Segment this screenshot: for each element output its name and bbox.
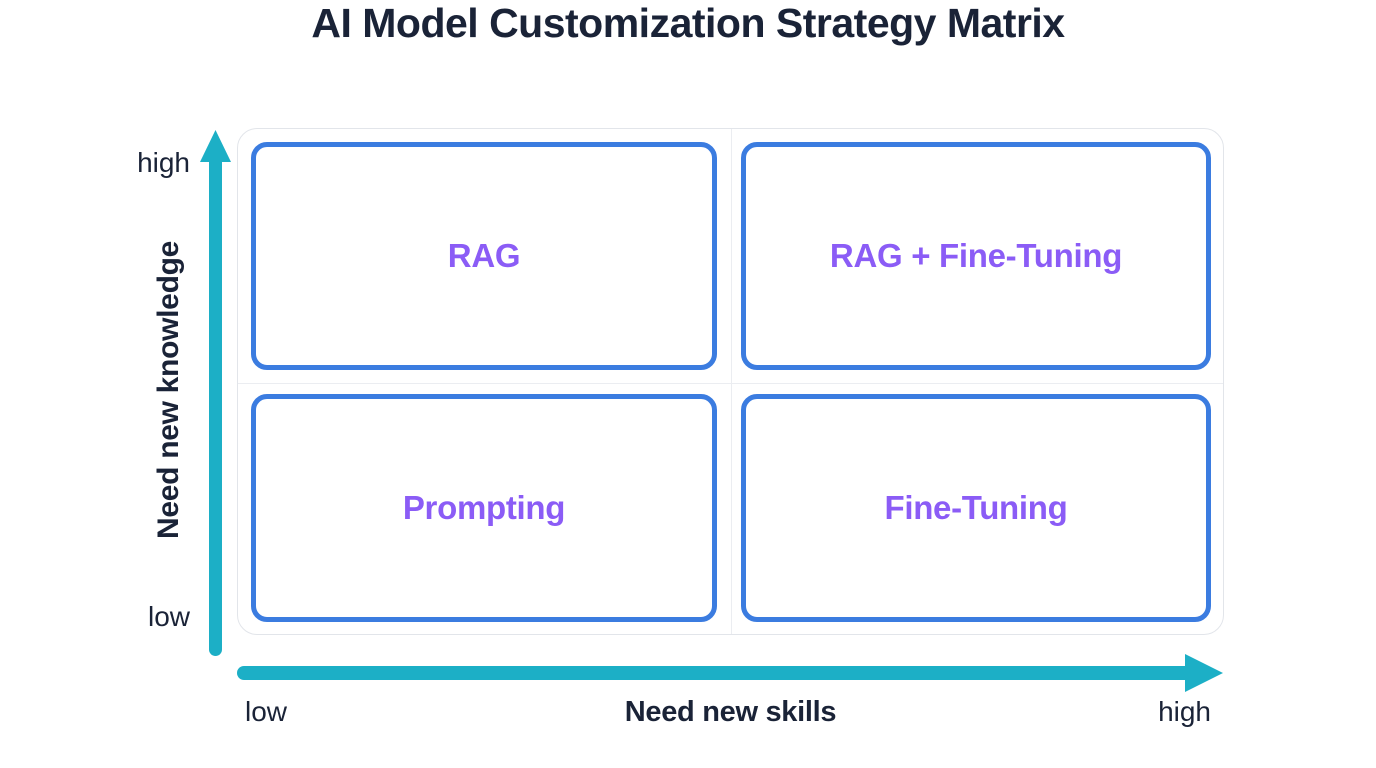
quadrant-prompting: Prompting	[251, 394, 717, 622]
y-axis-arrow-icon	[200, 130, 231, 656]
quadrant-prompting-label: Prompting	[402, 489, 566, 526]
quadrant-rag-label: RAG	[447, 237, 521, 274]
y-axis-label: Need new knowledge	[152, 241, 185, 539]
y-axis-high-tick: high	[137, 147, 190, 178]
page-title: AI Model Customization Strategy Matrix	[311, 0, 1065, 46]
y-axis-low-tick: low	[147, 601, 190, 632]
quadrant-rag-fine-tuning-label: RAG + Fine-Tuning	[829, 237, 1123, 274]
quadrant-fine-tuning: Fine-Tuning	[741, 394, 1211, 622]
grid-divider-horizontal	[238, 383, 1223, 384]
x-axis-labels: low Need new skills high	[237, 696, 1224, 732]
x-axis-high-tick: high	[1158, 696, 1211, 727]
x-axis-label: Need new skills	[624, 696, 837, 728]
x-axis-low-tick: low	[245, 696, 288, 727]
quadrant-fine-tuning-label: Fine-Tuning	[884, 489, 1068, 526]
quadrant-rag: RAG	[251, 142, 717, 370]
x-axis-arrow-icon	[237, 654, 1223, 692]
quadrant-rag-fine-tuning: RAG + Fine-Tuning	[741, 142, 1211, 370]
grid-divider-vertical	[731, 129, 732, 634]
